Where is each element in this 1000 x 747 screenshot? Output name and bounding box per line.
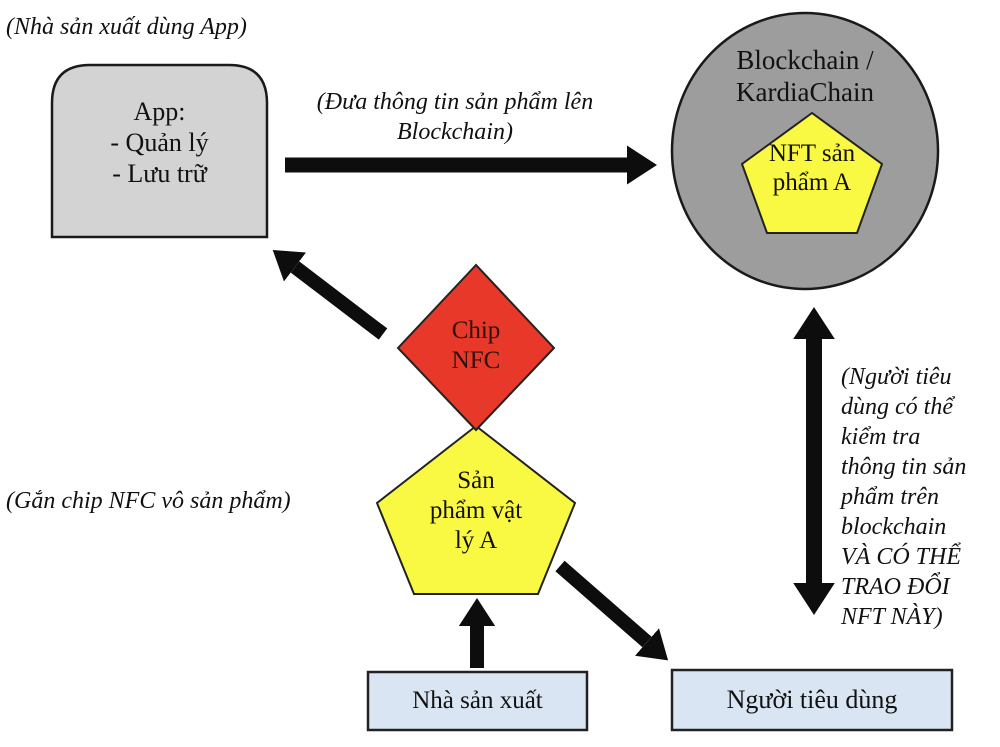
annotation-consumer-note: (Người tiêu dùng có thể kiểm tra thông t…: [841, 364, 967, 630]
app-box-label: App: - Quản lý - Lưu trữ: [110, 97, 209, 188]
chip-nfc-label: Chip NFC: [451, 317, 501, 374]
annotation-attach-chip: (Gắn chip NFC vô sản phẩm): [6, 488, 291, 514]
consumer-box-label: Người tiêu dùng: [726, 684, 898, 714]
nft-pentagon: [740, 111, 884, 234]
app-box: [50, 63, 269, 239]
chip-nfc-diamond: [396, 263, 556, 432]
product-pentagon-label: Sản phẩm vật lý A: [429, 467, 523, 554]
nft-pentagon-label: NFT sản phẩm A: [768, 140, 856, 196]
consumer-box: [670, 668, 954, 732]
product-pentagon: [375, 424, 577, 595]
producer-box-label: Nhà sản xuất: [412, 687, 543, 715]
arrow-product-to-app: [272, 250, 388, 340]
blockchain-circle-label: Blockchain / KardiaChain: [736, 45, 874, 107]
annotation-upload-info: (Đưa thông tin sản phẩm lên Blockchain): [316, 89, 594, 145]
annotation-producer-uses-app: (Nhà sản xuất dùng App): [6, 14, 247, 40]
producer-box: [366, 670, 589, 732]
arrow-product-to-consumer: [555, 560, 669, 661]
